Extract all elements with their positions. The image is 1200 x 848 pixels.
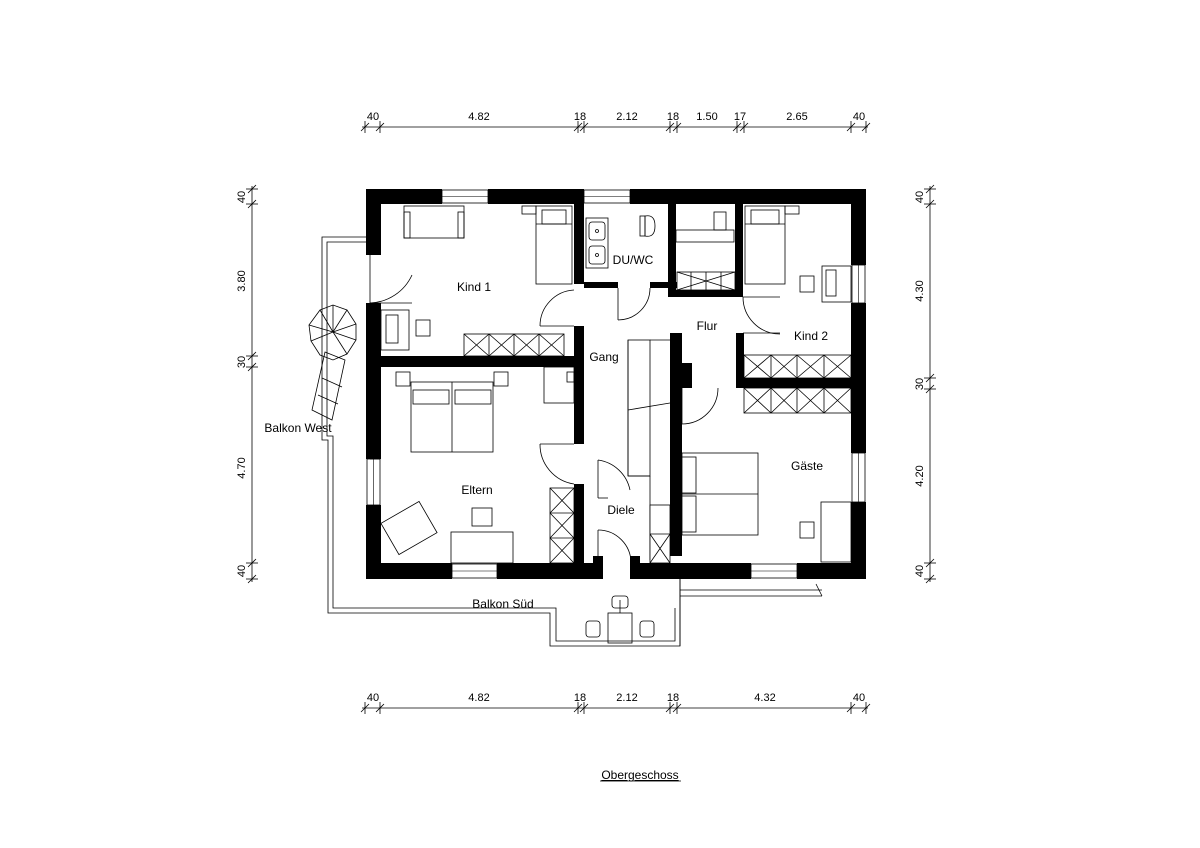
doors (369, 255, 781, 564)
dim-top-5: 18 (667, 111, 679, 123)
dim-left-5: 40 (236, 565, 248, 577)
dimension-right: 40 4.30 30 4.20 40 (914, 184, 936, 584)
room-label-diele: Diele (607, 503, 635, 517)
dim-top-9: 40 (853, 111, 865, 123)
dim-top-8: 2.65 (786, 111, 807, 123)
room-label-kind1: Kind 1 (457, 280, 491, 294)
dim-left-1: 40 (236, 191, 248, 203)
dim-right-1: 40 (914, 191, 926, 203)
dim-top-2: 4.82 (468, 111, 489, 123)
dim-top-3: 18 (574, 111, 586, 123)
room-label-kind2: Kind 2 (794, 329, 828, 343)
dimension-bottom: 40 4.82 18 2.12 18 4.32 40 (360, 692, 871, 714)
room-label-balkon-west: Balkon West (264, 421, 332, 435)
outer-walls (366, 189, 866, 579)
dim-left-4: 4.70 (236, 457, 248, 478)
balcony-outline (321, 236, 823, 647)
dim-bottom-3: 18 (574, 692, 586, 704)
dimension-top: 40 4.82 18 2.12 18 1.50 17 2.65 40 (360, 111, 871, 133)
windows (366, 189, 866, 579)
inner-walls (366, 189, 866, 579)
room-labels: Kind 1 DU/WC Flur Kind 2 Gang Eltern Die… (264, 253, 828, 611)
dim-bottom-1: 40 (367, 692, 379, 704)
dim-right-4: 4.20 (914, 465, 926, 486)
dim-bottom-5: 18 (667, 692, 679, 704)
room-label-balkon-sued: Balkon Süd (472, 597, 533, 611)
dim-left-2: 3.80 (236, 270, 248, 291)
furniture (380, 205, 852, 644)
plan-caption: Obergeschoss (601, 768, 678, 782)
room-label-gaeste: Gäste (791, 459, 823, 473)
dim-bottom-2: 4.82 (468, 692, 489, 704)
room-label-gang: Gang (589, 350, 618, 364)
dim-top-6: 1.50 (696, 111, 717, 123)
dim-right-5: 40 (914, 565, 926, 577)
dim-top-4: 2.12 (616, 111, 637, 123)
room-label-eltern: Eltern (461, 483, 492, 497)
dim-bottom-6: 4.32 (754, 692, 775, 704)
room-label-duwc: DU/WC (613, 253, 654, 267)
dim-bottom-7: 40 (853, 692, 865, 704)
dim-right-2: 4.30 (914, 280, 926, 301)
dim-right-3: 30 (914, 378, 926, 390)
dimension-left: 40 3.80 30 4.70 40 (236, 184, 258, 584)
room-label-flur: Flur (697, 319, 718, 333)
dim-top-1: 40 (367, 111, 379, 123)
dim-left-3: 30 (236, 356, 248, 368)
spiral-stair (308, 304, 357, 421)
dim-top-7: 17 (734, 111, 746, 123)
dim-bottom-4: 2.12 (616, 692, 637, 704)
